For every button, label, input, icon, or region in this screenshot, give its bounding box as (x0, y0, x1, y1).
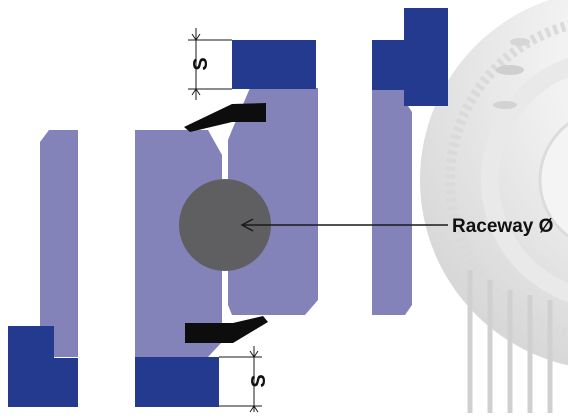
gear-background-icon (420, 0, 568, 413)
right-outer-raceway (372, 88, 412, 315)
bottom-left-ring-block (8, 326, 78, 407)
bottom-dimension-marker (219, 346, 262, 413)
bottom-seal (185, 316, 268, 343)
top-seal (184, 103, 266, 132)
leader-arrowhead-icon (240, 218, 254, 232)
ball-element (179, 179, 271, 271)
top-dimension-marker (188, 28, 232, 100)
left-outer-raceway (40, 130, 78, 357)
dimension-top-label: S (190, 57, 212, 70)
bottom-ring-block (135, 357, 219, 407)
top-right-ring-block (372, 8, 448, 106)
top-ring-block (232, 40, 316, 89)
dimension-bottom-label: S (248, 374, 270, 387)
raceway-label: Raceway Ø (452, 216, 553, 237)
